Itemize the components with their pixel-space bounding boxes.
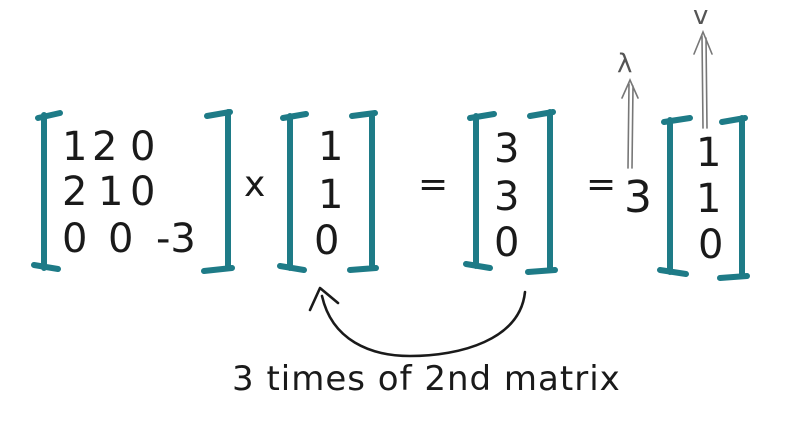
v-annotation-arrow: [693, 29, 713, 129]
result-vector-right-bracket: [525, 109, 558, 275]
result-vector-left-bracket: [463, 111, 497, 271]
caption-text: 3 times of 2nd matrix: [232, 359, 621, 399]
vector-x-entry-2: 1: [318, 172, 343, 218]
equals-sign-2: =: [586, 164, 616, 205]
matrix-a-cell-3-1: 0: [62, 216, 87, 262]
lambda-label: λ: [617, 49, 632, 79]
v-label: v: [693, 1, 708, 31]
curved-arrow: [308, 286, 527, 358]
matrix-a-cell-2-2: 1: [98, 169, 123, 215]
vector-x-left-bracket: [277, 111, 309, 273]
times-operator: x: [244, 164, 265, 205]
matrix-a-right-bracket: [201, 109, 235, 274]
equals-sign-1: =: [418, 164, 448, 205]
vector-x-entry-1: 1: [318, 124, 343, 170]
result-vector-entry-1: 3: [494, 126, 519, 172]
vector-v-left-bracket: [657, 115, 693, 277]
scalar-lambda-value: 3: [624, 172, 652, 223]
vector-v-entries: 1 1 0: [696, 130, 723, 268]
matrix-a-cell-1-1: 1: [62, 124, 87, 170]
matrix-a-cell-3-3: -3: [156, 216, 196, 262]
matrix-a-cell-2-3: 0: [130, 169, 155, 215]
matrix-a-cell-3-2: 0: [108, 216, 133, 262]
vector-v-entry-2: 1: [696, 176, 721, 222]
matrix-a-cell-2-1: 2: [62, 169, 87, 215]
vector-v-right-bracket: [717, 115, 750, 281]
vector-x-entry-3: 0: [314, 218, 339, 264]
matrix-a-cell-1-2: 2: [92, 124, 117, 170]
result-vector-entries: 3 3 0: [494, 126, 519, 266]
vector-v-entry-3: 0: [698, 222, 723, 268]
matrix-a-cell-1-3: 0: [130, 124, 155, 170]
vector-x-entries: 1 1 0: [314, 124, 343, 264]
vector-x-right-bracket: [347, 110, 379, 273]
result-vector-entry-3: 0: [494, 220, 519, 266]
result-vector-entry-2: 3: [494, 174, 519, 220]
lambda-annotation-arrow: [621, 78, 639, 169]
matrix-a-entries: 1 2 0 2 1 0 0 0 -3: [62, 124, 196, 262]
matrix-a-left-bracket: [31, 110, 63, 272]
vector-v-entry-1: 1: [696, 130, 721, 176]
